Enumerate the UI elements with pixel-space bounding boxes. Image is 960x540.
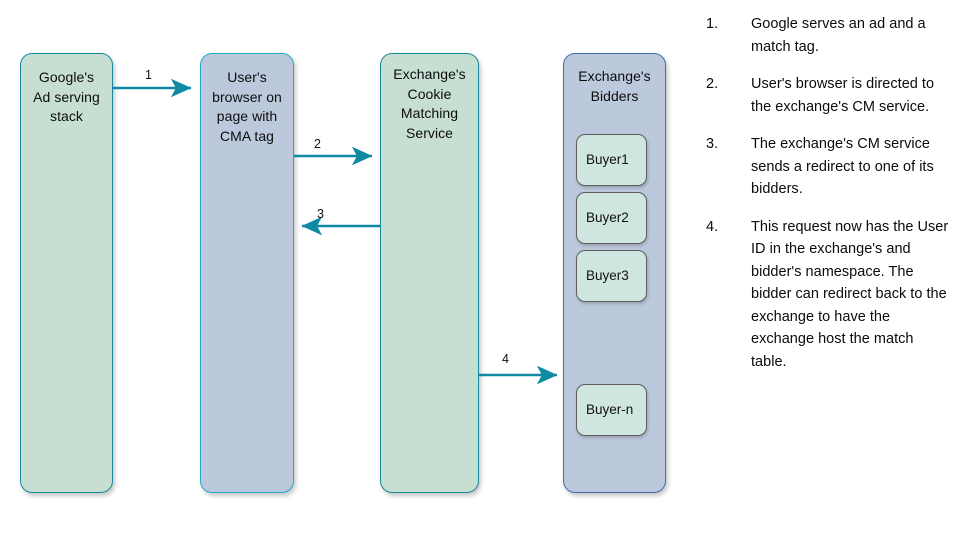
buyer-box-label: Buyer-n <box>586 402 634 417</box>
buyer-box[interactable]: Buyer-n <box>576 384 647 436</box>
list-item: 1. Google serves an ad and a match tag. <box>706 13 952 58</box>
arrow-2-label: 2 <box>314 137 321 151</box>
arrow-1-label: 1 <box>145 68 152 82</box>
list-item-number: 3. <box>706 136 719 152</box>
arrow-3-label: 3 <box>317 207 324 221</box>
lane-exchange-bidders-label: Exchange's Bidders <box>578 68 651 104</box>
buyer-box[interactable]: Buyer3 <box>576 250 647 302</box>
lane-exchange-cookie-matching-service[interactable]: Exchange's Cookie Matching Service <box>380 53 479 493</box>
lane-user-browser[interactable]: User's browser on page with CMA tag <box>200 53 294 493</box>
list-item-text: User's browser is directed to the exchan… <box>751 76 935 115</box>
lane-exchange-cookie-matching-service-label: Exchange's Cookie Matching Service <box>393 66 466 141</box>
lane-user-browser-label: User's browser on page with CMA tag <box>212 69 282 144</box>
list-item-number: 2. <box>706 76 719 92</box>
list-item-number: 1. <box>706 16 719 32</box>
list-item: 4. This request now has the User ID in t… <box>706 216 952 374</box>
buyer-box-label: Buyer3 <box>586 268 629 283</box>
list-item: 2. User's browser is directed to the exc… <box>706 73 952 118</box>
list-item-text: This request now has the User ID in the … <box>751 218 949 370</box>
buyer-box[interactable]: Buyer2 <box>576 192 647 244</box>
arrow-4-label: 4 <box>502 352 509 366</box>
buyer-box[interactable]: Buyer1 <box>576 134 647 186</box>
steps-list: 1. Google serves an ad and a match tag. … <box>706 13 952 388</box>
list-item-text: The exchange's CM service sends a redire… <box>751 136 934 197</box>
lane-google-ad-serving-stack-label: Google's Ad serving stack <box>33 69 100 124</box>
buyer-box-label: Buyer2 <box>586 210 629 225</box>
list-item-number: 4. <box>706 218 719 235</box>
lane-google-ad-serving-stack[interactable]: Google's Ad serving stack <box>20 53 113 493</box>
buyer-box-label: Buyer1 <box>586 152 629 167</box>
list-item: 3. The exchange's CM service sends a red… <box>706 133 952 201</box>
list-item-text: Google serves an ad and a match tag. <box>751 16 926 55</box>
